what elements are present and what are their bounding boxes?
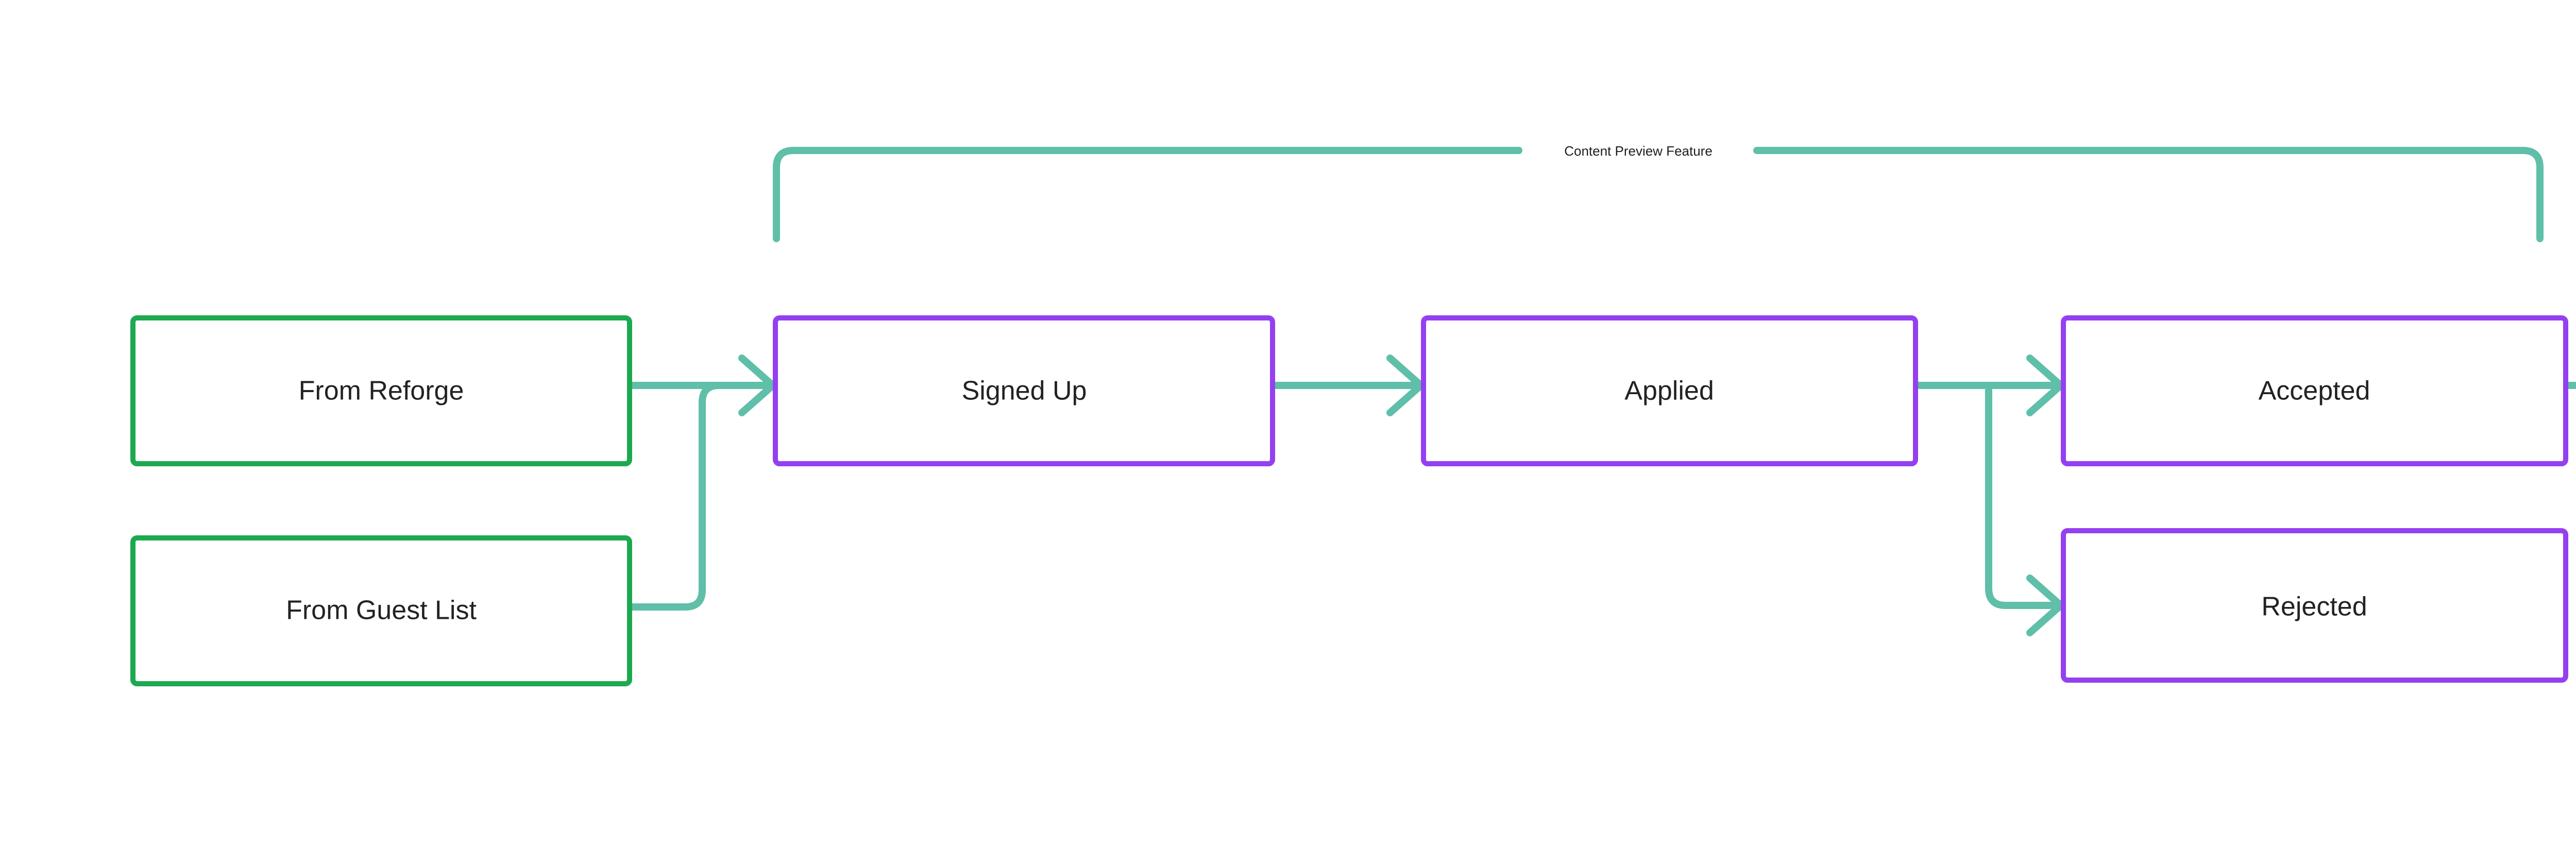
node-label-from-reforge: From Reforge	[299, 376, 464, 406]
node-label-signed-up: Signed Up	[962, 376, 1087, 406]
node-applied[interactable]: Applied	[1421, 315, 1918, 466]
node-box[interactable]	[2061, 315, 2568, 466]
node-box[interactable]	[773, 315, 1275, 466]
node-from-reforge[interactable]: From Reforge	[130, 315, 632, 466]
edge-line	[626, 382, 775, 611]
node-accepted[interactable]: Accepted	[2061, 315, 2568, 466]
edge-applied-to-rejected	[1985, 382, 2064, 636]
cluster-content-preview-feature: Content Preview Feature	[773, 143, 2544, 242]
node-label-rejected: Rejected	[2261, 592, 2367, 622]
edge-signed-up-to-applied	[1269, 354, 1425, 416]
cluster-bracket-left-segment	[773, 147, 1522, 242]
node-box[interactable]	[130, 535, 632, 686]
edge-line	[1985, 382, 2063, 609]
node-box[interactable]	[1421, 315, 1918, 466]
node-label-accepted: Accepted	[2259, 376, 2370, 406]
node-from-guest-list[interactable]: From Guest List	[130, 535, 632, 686]
node-box[interactable]	[2061, 528, 2568, 683]
cluster-label-content-preview-feature: Content Preview Feature	[1564, 143, 1713, 159]
cluster-bracket-right-segment	[1753, 147, 2544, 242]
node-signed-up[interactable]: Signed Up	[773, 315, 1275, 466]
edge-from-guest-list-to-signed-up	[626, 382, 775, 611]
node-group: From Reforge From Guest List Signed Up A…	[130, 315, 2568, 686]
node-label-from-guest-list: From Guest List	[286, 596, 477, 626]
node-label-applied: Applied	[1624, 376, 1714, 406]
node-rejected[interactable]: Rejected	[2061, 528, 2568, 683]
node-box[interactable]	[130, 315, 632, 466]
